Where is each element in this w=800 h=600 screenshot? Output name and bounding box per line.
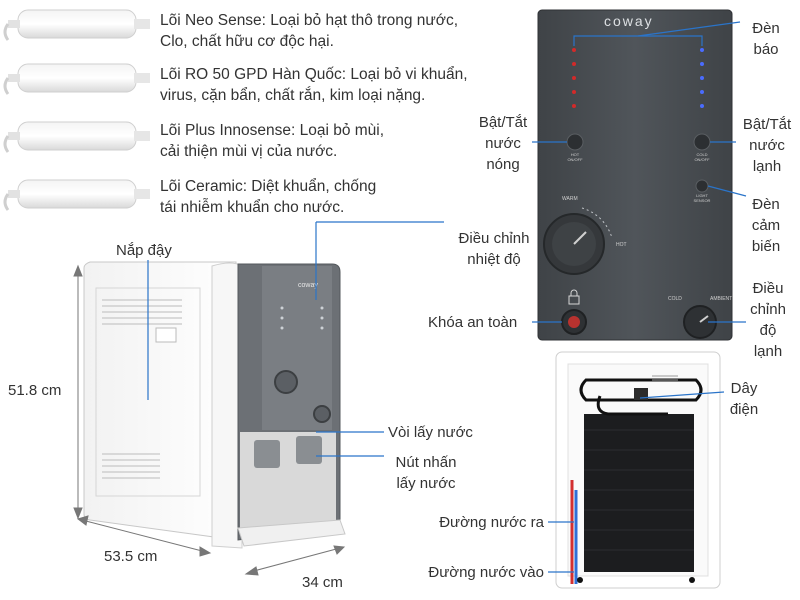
- cold-adjust-label: Điều chỉnh độ lạnh: [750, 280, 786, 360]
- lid-label: Nắp đậy: [116, 242, 172, 259]
- height-dimension: 51.8 cm: [8, 382, 62, 399]
- filter-4-description: Lõi Ceramic: Diệt khuẩn, chống tái nhiễm…: [160, 178, 377, 216]
- front-brand-logo: coway: [298, 282, 318, 289]
- indicator-light-label: Đèn báo: [752, 20, 780, 58]
- warm-text: WARM: [562, 196, 578, 202]
- cold-onoff-button-text: COLD ON/OFF: [694, 152, 710, 162]
- back-callouts: [548, 391, 725, 573]
- light-sensor-button-text: LIGHT SENSOR: [693, 193, 711, 203]
- filter-2-description: Lõi RO 50 GPD Hàn Quốc: Loại bỏ vi khuẩn…: [160, 66, 468, 104]
- faucet-label: Vòi lấy nước: [388, 424, 473, 441]
- dimension-lines: [73, 264, 346, 576]
- filter-cartridge-1: [3, 9, 150, 41]
- cold-text: COLD: [668, 296, 682, 302]
- dispense-button-label: Nút nhấn lấy nước: [395, 454, 457, 492]
- depth-dimension: 53.5 cm: [104, 548, 158, 565]
- width-dimension: 34 cm: [302, 574, 343, 591]
- water-outlet-label: Đường nước ra: [439, 514, 544, 531]
- left-callouts: [147, 221, 444, 457]
- brand-logo: coway: [604, 13, 654, 29]
- filter-3-description: Lõi Plus Innosense: Loại bỏ mùi, cải thi…: [160, 122, 385, 160]
- hot-onoff-button-text: HOT ON/OFF: [567, 152, 583, 162]
- light-sensor-label: Đèn cảm biến: [751, 196, 781, 255]
- filter-1-description: Lõi Neo Sense: Loại bỏ hạt thô trong nướ…: [160, 12, 459, 50]
- control-panel-illustration: [537, 9, 733, 341]
- filter-cartridge-2: [3, 63, 150, 95]
- safety-lock-label: Khóa an toàn: [428, 314, 518, 331]
- temperature-adjust-label: Điều chỉnh nhiệt độ: [458, 230, 530, 268]
- ambient-text: AMBIENT: [710, 296, 733, 302]
- purifier-illustration: coway: [83, 261, 346, 549]
- back-view-illustration: [555, 351, 721, 589]
- cold-toggle-label: Bật/Tắt nước lạnh: [742, 116, 792, 175]
- right-callouts: [532, 21, 747, 323]
- filter-cartridge-3: [3, 121, 150, 153]
- power-cord-label: Dây điện: [729, 380, 759, 418]
- hot-toggle-label: Bật/Tắt nước nóng: [478, 114, 528, 173]
- water-inlet-label: Đường nước vào: [428, 564, 544, 581]
- filter-cartridge-4: [3, 179, 150, 211]
- hot-text: HOT: [616, 242, 627, 248]
